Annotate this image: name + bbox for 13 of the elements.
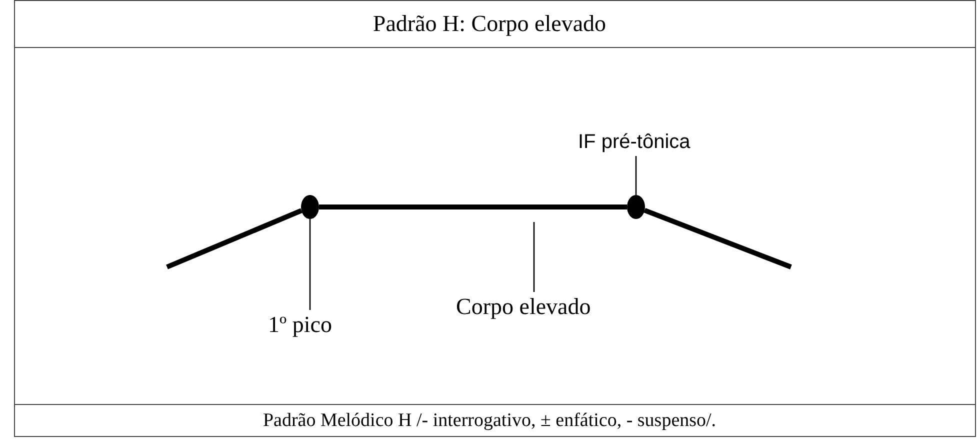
- contour-line: [166, 208, 302, 270]
- contour-line: [319, 204, 627, 210]
- pitch-label: Corpo elevado: [456, 292, 591, 322]
- pitch-label: 1º pico: [268, 310, 332, 340]
- contour-line: [644, 208, 792, 270]
- leader-line: [533, 222, 535, 292]
- leader-line: [635, 156, 637, 195]
- peak-dot: [301, 195, 319, 219]
- pitch-label: IF pré-tônica: [578, 128, 690, 156]
- peak-dot: [627, 195, 645, 219]
- diagram-title: Padrão H: Corpo elevado: [372, 10, 608, 38]
- caption: Padrão Melódico H /- interrogativo, ± enfático, - suspenso/.: [262, 409, 718, 433]
- leader-line: [309, 219, 311, 310]
